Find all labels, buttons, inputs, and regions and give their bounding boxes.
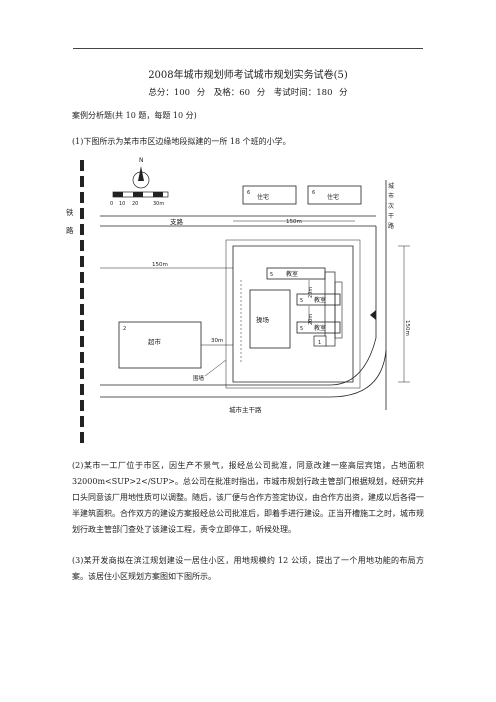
res2-label: 住宅 [327,193,339,201]
classroom-block-2 [296,293,341,306]
res1-floors: 6 [247,190,250,196]
cls3-label: 教室 [314,324,326,332]
cls2-floors: 5 [300,298,303,304]
north-arrow-icon [138,166,144,181]
side-road-char-2: 市 [388,192,394,200]
dimension-top-label: 150m [286,219,302,225]
branch-road-label: 支路 [170,217,184,226]
market-floors: 2 [123,326,126,332]
scale-0: 0 [110,201,113,207]
main-road-bottom-edge-1 [100,337,377,386]
railway-label-2: 路 [66,225,74,235]
north-label: N [139,157,144,164]
residential-building-1 [242,185,297,205]
cls2-label: 教室 [314,296,326,304]
section-heading: 案例分析题(共 10 题，每题 10 分) [72,111,197,120]
page-title: 2008年城市规划师考试城市规划实务试卷(5) [148,70,348,81]
dimension-left-label: 150m [152,262,168,268]
scale-10: 10 [119,201,125,207]
connecting-corridor [324,271,336,347]
wall-label: 围墙 [193,374,205,382]
scale-20: 20 [132,201,138,207]
dist-20-1: 20m [308,287,314,298]
question-3: (3)某开发商拟在滨江规划建设一居住小区，用地规模约 12 公顷，提出了一个用地… [72,556,424,581]
small-floors: 1 [318,340,321,346]
res2-floors: 6 [312,190,315,196]
entrance-marker-icon [370,310,376,320]
classroom-block-3 [296,321,341,334]
field-label: 操场 [256,315,270,324]
exam-meta: 总分：100 分 及格：60 分 考试时间：180 分 [148,88,348,98]
res1-label: 住宅 [257,193,269,201]
railway-label-1: 铁 [66,207,74,217]
dimension-right-label: 150m [404,320,410,336]
header-rule [73,48,423,49]
cls3-floors: 5 [300,326,303,332]
question-2: (2)某市一工厂位于市区，因生产不景气，报经总公司批准，同意改建一座高层宾馆，占… [72,461,424,534]
side-road-char-3: 次 [388,202,394,210]
dist-20-2: 20m [308,314,314,325]
residential-building-2 [307,185,362,205]
main-road-bottom-label: 城市主干路 [229,405,262,414]
supermarket-building [118,321,202,369]
question-1: (1)下图所示为某市市区边缘地段拟建的一所 18 个班的小学。 [72,137,291,146]
small-building [313,335,327,347]
market-label: 超市 [148,337,162,346]
side-road-char-5: 路 [388,222,394,230]
wall-leader [204,359,227,377]
scale-30: 30m [153,201,164,207]
dimension-gap-label: 30m [211,338,223,344]
school-boundary-wall [232,245,354,383]
cls1-floors: 5 [270,272,273,278]
school-outer-boundary [225,239,361,389]
cls1-label: 教室 [286,270,298,278]
sports-field [249,289,291,349]
side-road-char-1: 城 [388,183,394,190]
side-road-char-4: 干 [388,213,394,220]
main-road-bottom-edge-2 [100,349,387,398]
